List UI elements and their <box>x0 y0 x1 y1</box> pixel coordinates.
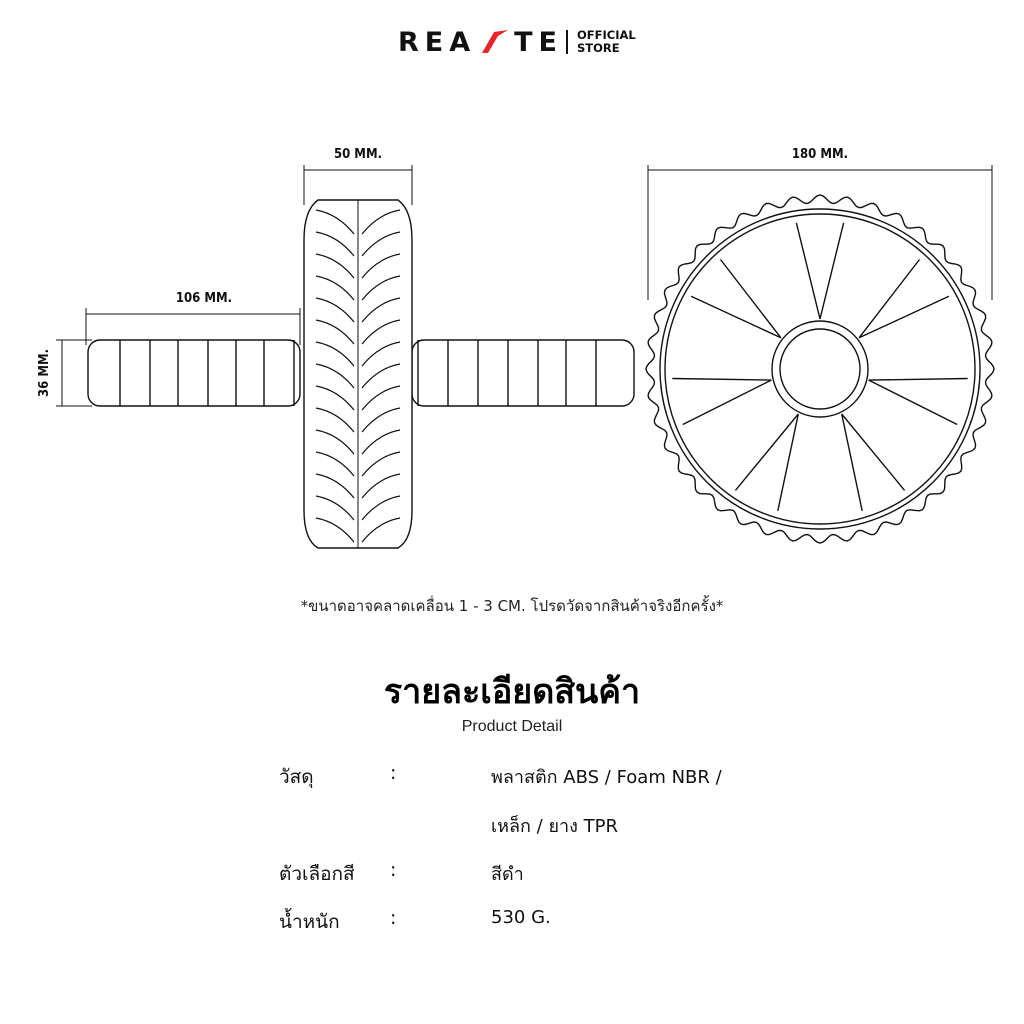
tread-groove-right <box>361 209 401 235</box>
tread-groove-right <box>361 341 401 367</box>
wheel-spoke-edge <box>719 259 782 339</box>
front-view-wheel <box>645 194 995 544</box>
wheel-spoke-edge <box>868 379 958 426</box>
spec-value-weight: 530 G. <box>491 907 551 928</box>
wheel-spoke-edge <box>858 295 950 339</box>
tread-groove-left <box>315 473 355 499</box>
wheel-spoke-edge <box>841 413 863 512</box>
tread-groove-left <box>315 341 355 367</box>
brand-name-left: REA <box>398 26 477 58</box>
logo-divider <box>566 30 569 54</box>
dim-handle-length-label: 106 MM. <box>176 291 232 306</box>
tread-groove-right <box>361 253 401 279</box>
product-dimension-diagram: 50 MM. 180 MM. 106 MM. 36 MM. <box>37 147 995 549</box>
tread-groove-left <box>315 429 355 455</box>
tread-groove-left <box>315 297 355 323</box>
spec-value-color: สีดำ <box>491 864 524 885</box>
tread-groove-right <box>361 517 401 543</box>
left-handle <box>87 339 301 407</box>
tread-groove-left <box>315 209 355 235</box>
tread-groove-left <box>315 253 355 279</box>
tread-groove-right <box>361 363 401 389</box>
tread-groove-left <box>315 451 355 477</box>
brand-swoosh-icon <box>482 30 509 53</box>
side-view <box>87 199 635 549</box>
tread-groove-left <box>315 363 355 389</box>
tread-groove-left <box>315 319 355 345</box>
wheel-spoke-edge <box>795 222 821 320</box>
tread-groove-right <box>361 385 401 411</box>
wheel-spoke-edge <box>777 413 799 512</box>
tread-groove-left <box>315 231 355 257</box>
wheel-spoke-edge <box>819 222 845 320</box>
tread-groove-right <box>361 429 401 455</box>
tread-groove-right <box>361 297 401 323</box>
wheel-spoke-edge <box>672 377 772 381</box>
tread-groove-right <box>361 275 401 301</box>
wheel-spoke-edge <box>841 413 906 491</box>
wheel-spoke-edge <box>858 259 921 339</box>
wheel-spoke-edge <box>682 379 772 426</box>
official-store-line2: STORE <box>577 41 620 55</box>
brand-name-right: TE <box>514 26 564 58</box>
spec-value-material-line1: พลาสติก ABS / Foam NBR / <box>491 767 722 788</box>
tread-groove-right <box>361 473 401 499</box>
dimension-lines <box>56 165 993 407</box>
page-title: รายละเอียดสินค้า <box>383 672 641 712</box>
tread-groove-left <box>315 517 355 543</box>
tread-groove-right <box>361 231 401 257</box>
official-store-label: OFFICIAL STORE <box>577 29 636 55</box>
page-subtitle: Product Detail <box>461 718 563 735</box>
right-handle <box>411 339 635 407</box>
tread-groove-left <box>315 495 355 521</box>
dim-handle-diameter-label: 36 MM. <box>37 349 52 397</box>
spec-label-weight: น้ำหนัก <box>279 911 340 933</box>
spec-value-material-line2: เหล็ก / ยาง TPR <box>491 816 618 837</box>
dim-wheel-width-label: 50 MM. <box>334 147 382 162</box>
tread-groove-right <box>361 451 401 477</box>
spec-colon-material: : <box>390 762 397 784</box>
tread-groove-right <box>361 495 401 521</box>
official-store-line1: OFFICIAL <box>577 28 636 42</box>
tread-groove-left <box>315 385 355 411</box>
wheel-spoke-edge <box>690 295 782 339</box>
spec-label-material: วัสดุ <box>279 766 314 788</box>
wheel-spoke-edge <box>734 413 799 491</box>
spec-label-color: ตัวเลือกสี <box>279 863 355 885</box>
wheel-spoke-edge <box>868 377 968 381</box>
size-disclaimer-note: *ขนาดอาจคลาดเคลื่อน 1 - 3 CM. โปรดวัดจาก… <box>300 597 724 615</box>
tread-groove-left <box>315 407 355 433</box>
tread-groove-right <box>361 407 401 433</box>
spec-colon-color: : <box>390 859 397 881</box>
wheel-side-tread <box>303 199 413 549</box>
brand-logo: REA TE OFFICIAL STORE <box>398 24 638 60</box>
spec-colon-weight: : <box>390 907 397 929</box>
tread-groove-left <box>315 275 355 301</box>
tread-groove-right <box>361 319 401 345</box>
dim-wheel-diameter-label: 180 MM. <box>792 147 848 162</box>
